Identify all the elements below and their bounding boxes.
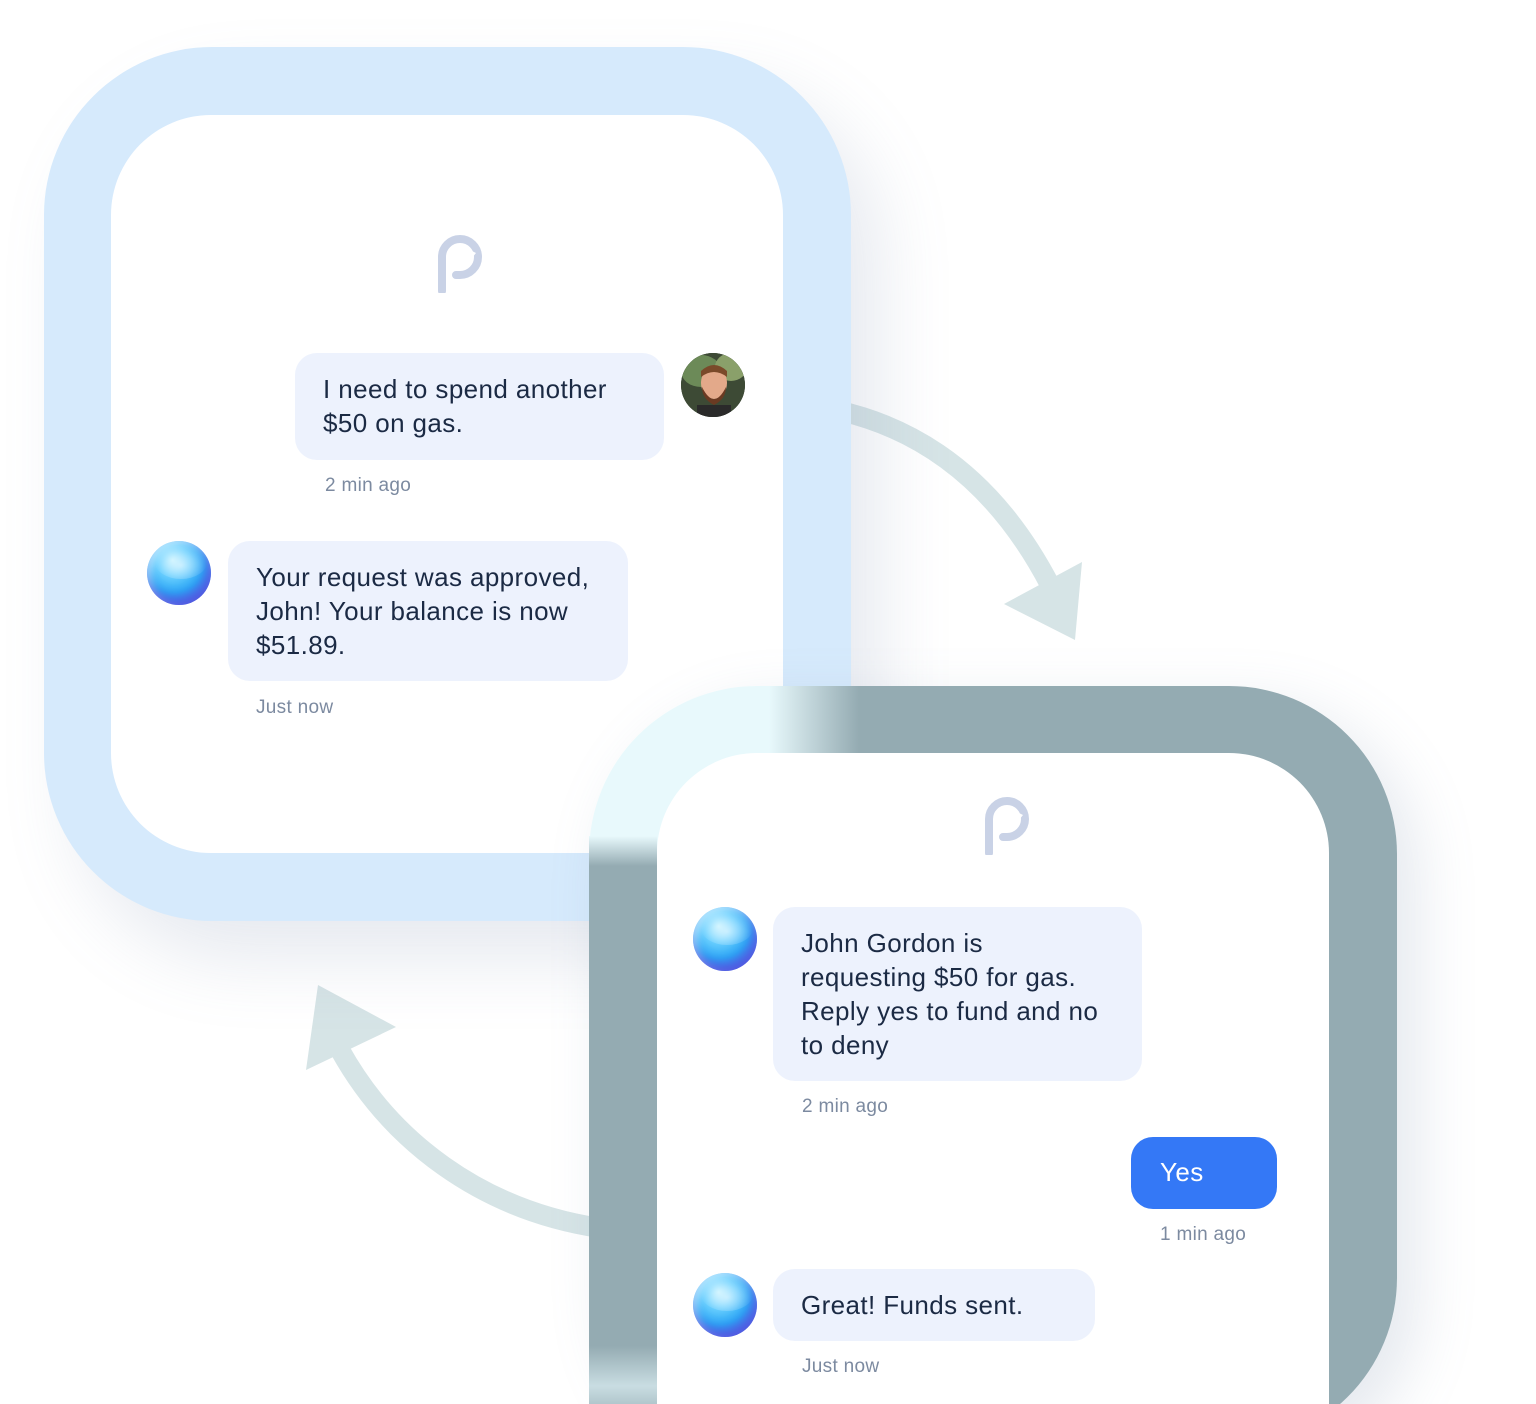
message-timestamp: 2 min ago [325, 475, 412, 496]
message-text: Great! Funds sent. [801, 1290, 1024, 1320]
message-timestamp: Just now [802, 1356, 880, 1377]
brand-p-logo-icon [985, 797, 1029, 855]
bot-avatar [693, 907, 757, 971]
phone-two-screen: John Gordon is requesting $50 for gas. R… [657, 753, 1329, 1404]
bot-avatar [693, 1273, 757, 1337]
user-photo-icon [681, 353, 745, 417]
bot-message-bubble: Great! Funds sent. [773, 1269, 1095, 1341]
phone-two-frame-edge [589, 836, 657, 1404]
message-text: I need to spend another $50 on gas. [323, 374, 607, 438]
phone-two-frame: John Gordon is requesting $50 for gas. R… [589, 686, 1397, 1404]
message-text: John Gordon is requesting $50 for gas. R… [801, 928, 1099, 1060]
message-timestamp: 2 min ago [802, 1096, 889, 1117]
message-timestamp: Just now [256, 697, 334, 718]
message-text: Your request was approved, John! Your ba… [256, 562, 590, 660]
bot-message-bubble: Your request was approved, John! Your ba… [228, 541, 628, 681]
bot-message-bubble: John Gordon is requesting $50 for gas. R… [773, 907, 1142, 1081]
arrow-to-phone-one-icon [330, 1040, 610, 1238]
arrow-head-down-icon [1004, 562, 1082, 640]
yes-reply-bubble: Yes [1131, 1137, 1277, 1209]
message-text: Yes [1160, 1157, 1204, 1187]
arrow-head-up-icon [306, 985, 396, 1070]
bot-avatar [147, 541, 211, 605]
message-timestamp: 1 min ago [1160, 1224, 1247, 1245]
user-avatar [681, 353, 745, 417]
brand-p-logo-icon [438, 235, 482, 293]
user-message-bubble: I need to spend another $50 on gas. [295, 353, 664, 460]
